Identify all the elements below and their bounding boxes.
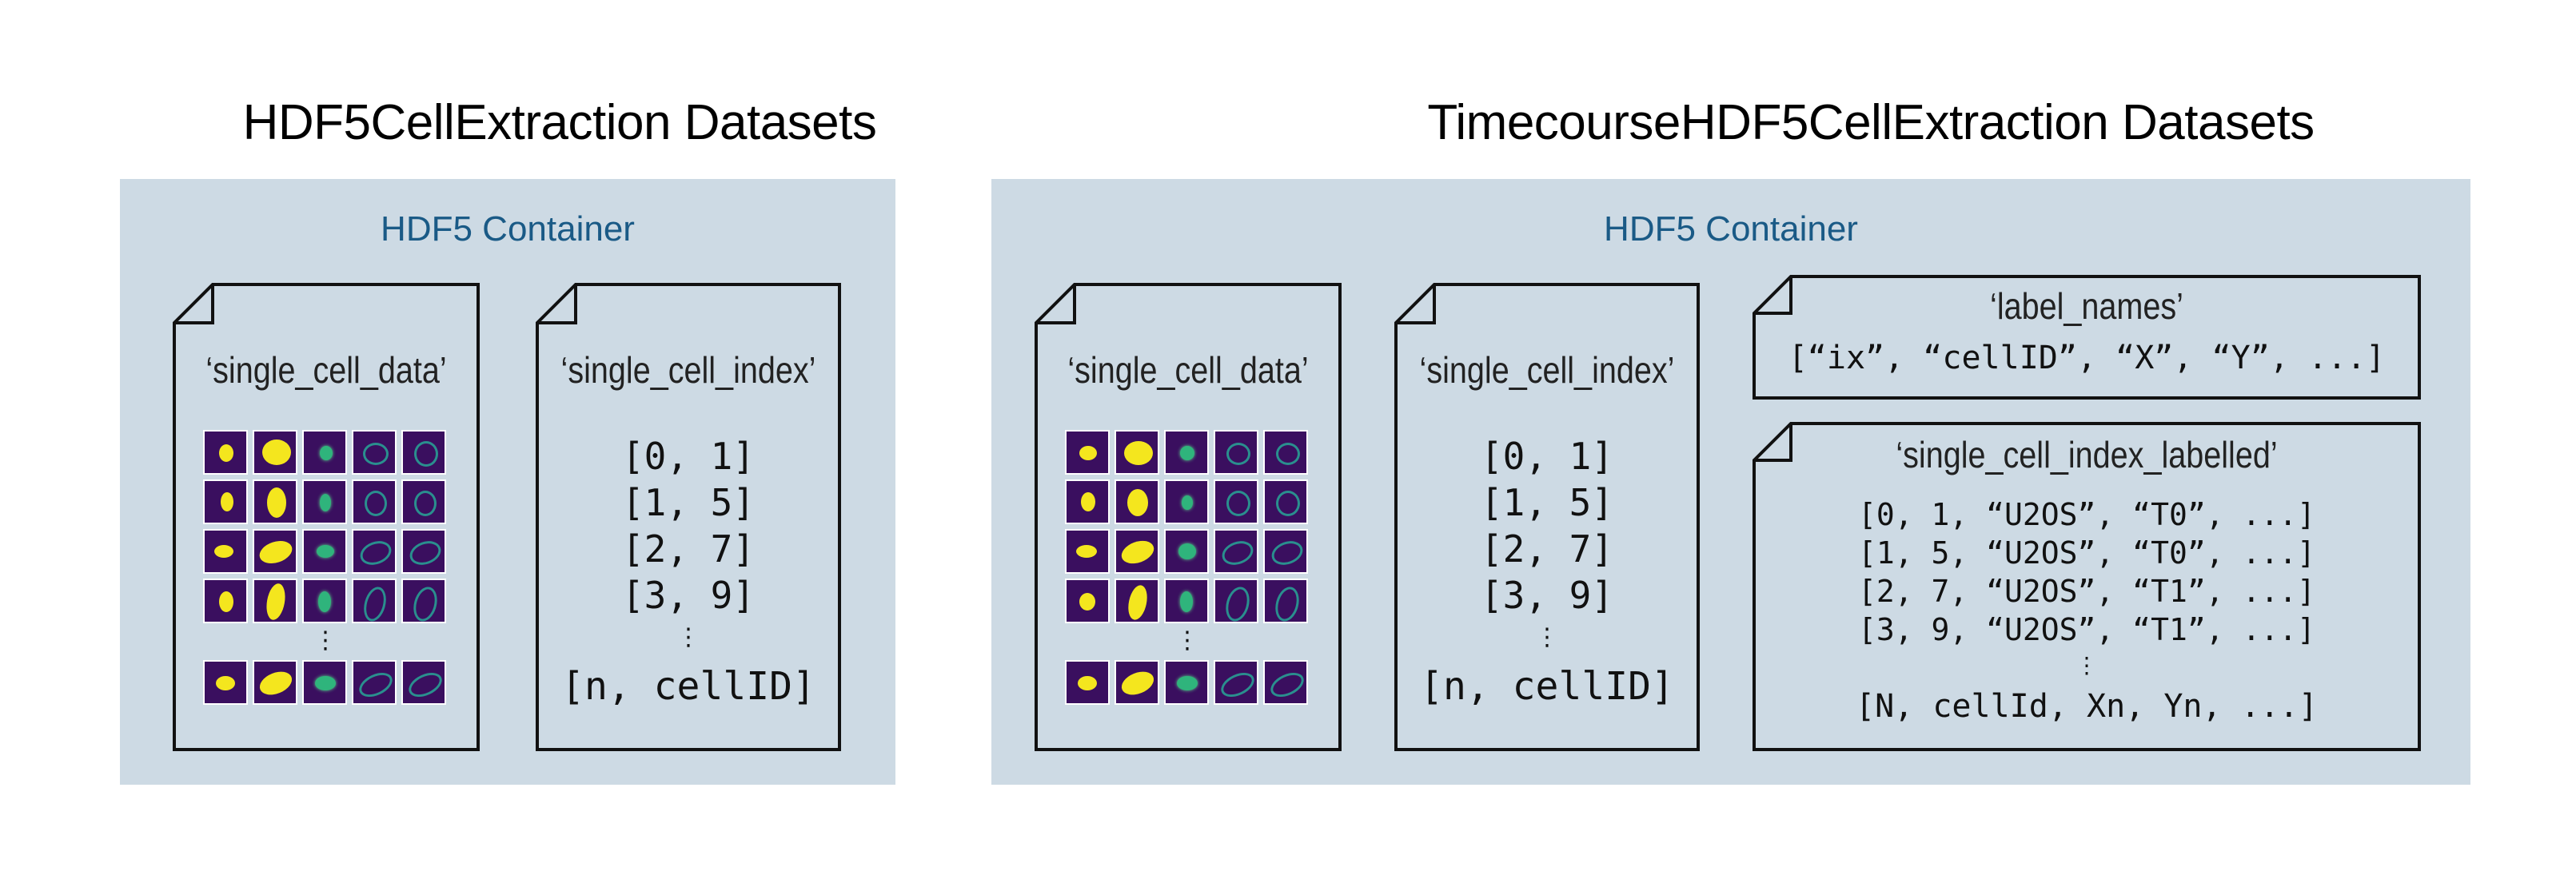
thumbnail xyxy=(253,579,297,623)
thumbnail xyxy=(1115,579,1159,623)
thumbnail xyxy=(253,479,297,524)
right-index-row: [0, 1] xyxy=(1480,435,1614,478)
thumbnail xyxy=(1065,479,1110,524)
left-cell-index-document-icon xyxy=(536,283,841,751)
thumbnail xyxy=(203,529,248,574)
thumbnail xyxy=(352,529,397,574)
left-index-row: [1, 5] xyxy=(621,481,756,524)
thumbnail xyxy=(1214,529,1258,574)
thumbnail xyxy=(401,579,446,623)
labelled-row: [3, 9, “U2OS”, “T1”, ...] xyxy=(1858,612,2315,647)
thumbnail xyxy=(1214,430,1258,475)
thumbnail xyxy=(253,430,297,475)
right-cell-image-grid xyxy=(1065,430,1308,623)
thumbnail xyxy=(302,579,347,623)
right-container-label: HDF5 Container xyxy=(1604,209,1858,249)
right-panel-title: TimecourseHDF5CellExtraction Datasets xyxy=(1427,95,2315,150)
thumbnail xyxy=(1065,660,1110,705)
thumbnail xyxy=(1164,430,1209,475)
right-index-row: [2, 7] xyxy=(1480,527,1614,571)
thumbnail xyxy=(302,479,347,524)
right-index-row: [3, 9] xyxy=(1480,574,1614,617)
index-labelled-title: ‘single_cell_index_labelled’ xyxy=(1896,434,2278,475)
thumbnail xyxy=(401,529,446,574)
right-index-ellipsis: ⋮ xyxy=(1535,623,1559,651)
thumbnail xyxy=(401,660,446,705)
index-labelled-document-icon xyxy=(1753,422,2421,751)
thumbnail xyxy=(401,430,446,475)
right-cell-image-grid-last-row xyxy=(1065,660,1308,705)
thumbnail xyxy=(352,479,397,524)
left-index-row: [0, 1] xyxy=(621,435,756,478)
thumbnail xyxy=(1214,579,1258,623)
thumbnail xyxy=(1065,529,1110,574)
thumbnail xyxy=(352,579,397,623)
right-cell-data-title: ‘single_cell_data’ xyxy=(1067,349,1309,391)
thumbnail xyxy=(1164,479,1209,524)
thumbnail xyxy=(302,529,347,574)
thumbnail xyxy=(1115,430,1159,475)
thumbnail xyxy=(1115,660,1159,705)
left-grid-ellipsis: ⋮ xyxy=(313,626,337,654)
left-cell-data-title: ‘single_cell_data’ xyxy=(205,349,447,391)
thumbnail xyxy=(253,660,297,705)
thumbnail xyxy=(1263,430,1308,475)
labelled-row: [0, 1, “U2OS”, “T0”, ...] xyxy=(1858,497,2315,532)
label-names-title: ‘label_names’ xyxy=(1990,285,2183,327)
thumbnail xyxy=(1214,479,1258,524)
thumbnail xyxy=(1263,579,1308,623)
label-names-document-icon xyxy=(1753,275,2421,400)
thumbnail xyxy=(352,660,397,705)
right-index-last-row: [n, cellID] xyxy=(1420,664,1674,709)
thumbnail xyxy=(1164,529,1209,574)
left-index-ellipsis: ⋮ xyxy=(676,623,700,651)
left-cell-image-grid-last-row xyxy=(203,660,446,705)
labelled-row: [1, 5, “U2OS”, “T0”, ...] xyxy=(1858,535,2315,571)
left-cell-index-title: ‘single_cell_index’ xyxy=(560,349,816,391)
thumbnail xyxy=(203,479,248,524)
thumbnail xyxy=(1263,660,1308,705)
thumbnail xyxy=(1263,529,1308,574)
left-panel-title: HDF5CellExtraction Datasets xyxy=(242,95,877,150)
thumbnail xyxy=(1164,660,1209,705)
thumbnail xyxy=(1065,430,1110,475)
thumbnail xyxy=(1263,479,1308,524)
right-index-row: [1, 5] xyxy=(1480,481,1614,524)
right-cell-index-title: ‘single_cell_index’ xyxy=(1419,349,1675,391)
left-index-last-row: [n, cellID] xyxy=(561,664,815,709)
thumbnail xyxy=(1115,529,1159,574)
label-names-content: [“ix”, “cellID”, “X”, “Y”, ...] xyxy=(1788,340,2386,376)
labelled-ellipsis: ⋮ xyxy=(2076,652,2098,678)
thumbnail xyxy=(302,660,347,705)
left-container-label: HDF5 Container xyxy=(381,209,635,249)
thumbnail xyxy=(253,529,297,574)
right-grid-ellipsis: ⋮ xyxy=(1175,626,1199,654)
thumbnail xyxy=(203,660,248,705)
thumbnail xyxy=(203,579,248,623)
thumbnail xyxy=(1115,479,1159,524)
thumbnail xyxy=(1164,579,1209,623)
left-cell-image-grid xyxy=(203,430,446,623)
thumbnail xyxy=(352,430,397,475)
thumbnail xyxy=(1065,579,1110,623)
labelled-row: [2, 7, “U2OS”, “T1”, ...] xyxy=(1858,574,2315,609)
thumbnail xyxy=(1214,660,1258,705)
labelled-last-row: [N, cellId, Xn, Yn, ...] xyxy=(1856,688,2318,725)
thumbnail xyxy=(401,479,446,524)
left-index-row: [3, 9] xyxy=(621,574,756,617)
left-index-row: [2, 7] xyxy=(621,527,756,571)
thumbnail xyxy=(302,430,347,475)
right-cell-index-document-icon xyxy=(1394,283,1700,751)
thumbnail xyxy=(203,430,248,475)
